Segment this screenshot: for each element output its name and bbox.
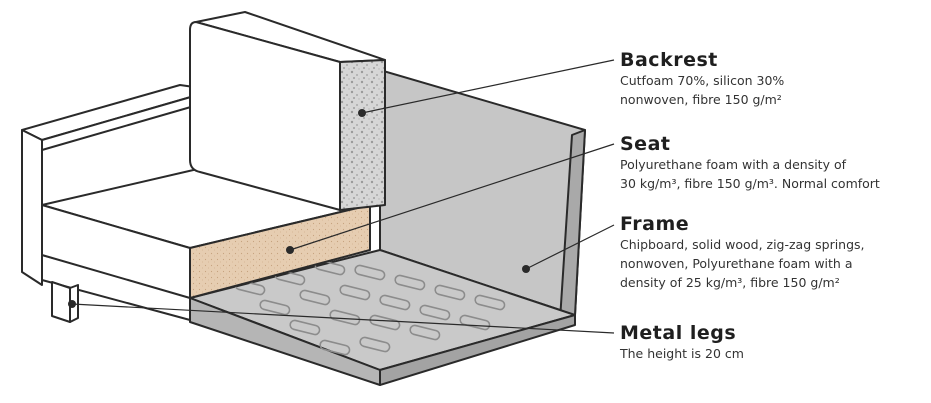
- frame-description: Chipboard, solid wood, zig-zag springs, …: [620, 237, 865, 290]
- seat-title: Seat: [620, 133, 671, 155]
- legs-description: The height is 20 cm: [620, 346, 744, 361]
- seat-description: Polyurethane foam with a density of 30 k…: [620, 157, 880, 191]
- armrest: [21, 84, 216, 286]
- legs-dot: [68, 300, 76, 308]
- backrest-label: Backrest Cutfoam 70%, silicon 30% nonwov…: [620, 49, 784, 109]
- frame-label: Frame Chipboard, solid wood, zig-zag spr…: [620, 213, 865, 292]
- frame-title: Frame: [620, 213, 690, 235]
- backrest-dot: [358, 109, 366, 117]
- backrest-title: Backrest: [620, 49, 718, 71]
- backrest: [189, 11, 386, 211]
- leader-dots: [68, 109, 530, 308]
- leader-lines: [71, 59, 615, 334]
- metal-leg: [51, 281, 79, 323]
- seat-dot: [286, 246, 294, 254]
- legs-title: Metal legs: [620, 322, 737, 344]
- backrest-description: Cutfoam 70%, silicon 30% nonwoven, fibre…: [620, 73, 785, 107]
- frame-dot: [522, 265, 530, 273]
- frame: [189, 69, 586, 386]
- legs-label: Metal legs The height is 20 cm: [620, 322, 744, 363]
- seat-label: Seat Polyurethane foam with a density of…: [620, 133, 880, 193]
